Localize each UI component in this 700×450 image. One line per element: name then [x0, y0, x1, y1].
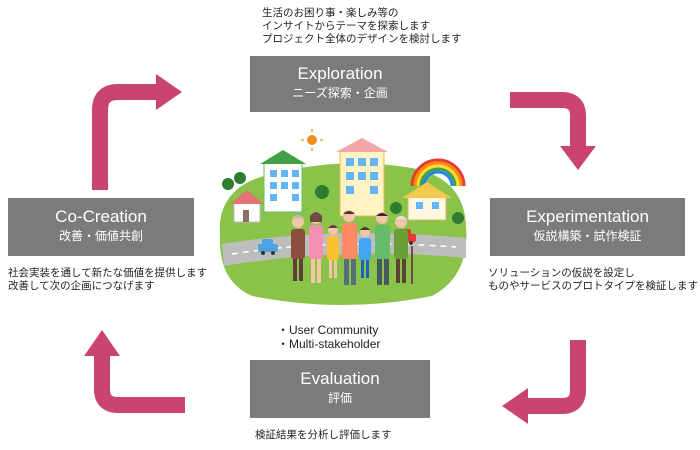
exploration-desc-line: プロジェクト全体のデザインを検討します [262, 33, 462, 45]
people-group [291, 210, 413, 285]
green-building [260, 150, 306, 213]
arrow-experimentation-to-evaluation [502, 340, 586, 424]
experimentation-title-jp: 仮説構築・試作検証 [533, 229, 642, 243]
arrow-exploration-to-experimentation [510, 92, 596, 170]
experimentation-desc-line: ものやサービスのプロトタイプを検証します [488, 280, 698, 292]
exploration-desc-line: インサイトからテーマを探索します [262, 20, 430, 32]
house-left [230, 190, 264, 223]
blue-car-icon [258, 239, 278, 255]
exploration-desc-line: 生活のお困り事・楽しみ等の [262, 7, 399, 19]
experimentation-desc-line: ソリューションの仮説を設定し [488, 267, 635, 279]
cocreation-desc-line: 社会実装を通して新たな価値を提供します [8, 267, 208, 279]
rainbow-icon [410, 158, 466, 187]
arrow-cocreation-to-exploration [92, 74, 182, 190]
experimentation-title-en: Experimentation [526, 207, 649, 226]
stage-evaluation: Evaluation 評価 [250, 360, 430, 418]
house-right [402, 182, 452, 221]
arrow-evaluation-to-cocreation [84, 330, 185, 413]
exploration-title-jp: ニーズ探索・企画 [292, 86, 388, 100]
yellow-building [336, 138, 388, 217]
community-label-stakeholder: ・Multi-stakeholder [277, 337, 381, 351]
exploration-description: 生活のお困り事・楽しみ等の インサイトからテーマを探索します プロジェクト全体の… [262, 7, 462, 46]
stage-exploration: Exploration ニーズ探索・企画 [250, 56, 430, 112]
cocreation-title-en: Co-Creation [55, 207, 147, 226]
cocreation-desc-line: 改善して次の企画につなげます [8, 280, 155, 292]
evaluation-description: 検証結果を分析し評価します [255, 429, 392, 442]
stage-cocreation: Co-Creation 改善・価値共創 [8, 198, 194, 256]
community-label-user: ・User Community [277, 323, 379, 337]
evaluation-title-jp: 評価 [327, 391, 352, 405]
community-illustration [219, 129, 467, 305]
sun-icon [301, 129, 323, 151]
stage-experimentation: Experimentation 仮説構築・試作検証 [490, 198, 685, 256]
community-labels: ・User Community ・Multi-stakeholder [277, 323, 380, 351]
exploration-title-en: Exploration [297, 64, 383, 83]
experimentation-description: ソリューションの仮説を設定し ものやサービスのプロトタイプを検証します [488, 267, 698, 293]
evaluation-title-en: Evaluation [300, 369, 380, 388]
cocreation-description: 社会実装を通して新たな価値を提供します 改善して次の企画につなげます [8, 267, 207, 293]
cocreation-title-jp: 改善・価値共創 [58, 229, 143, 243]
trees [222, 172, 464, 224]
evaluation-desc-line: 検証結果を分析し評価します [255, 429, 392, 441]
